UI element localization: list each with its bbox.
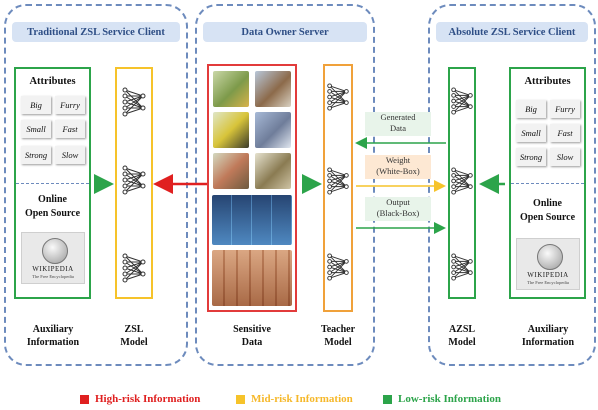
divider: [511, 183, 584, 184]
bird-image: [255, 112, 291, 148]
data-owner-server-title: Data Owner Server: [203, 22, 367, 42]
bird-image: [213, 71, 249, 107]
output-text: Output (Black-Box): [376, 197, 420, 218]
legend-high-text: High-risk Information: [95, 393, 201, 405]
legend-mid-text: Mid-risk Information: [251, 393, 353, 405]
weight-label: Weight (White-Box): [365, 155, 431, 179]
legend-low-risk: Low-risk Information: [383, 393, 501, 405]
attribute-chip: Big: [516, 100, 546, 118]
wikipedia-tagline: The Free Encyclopedia: [32, 274, 74, 279]
attributes-title-right: Attributes: [524, 76, 571, 87]
absolute-zsl-client-panel: [428, 4, 596, 366]
attribute-chip: Slow: [550, 148, 580, 166]
generated-data-text: Generated Data: [380, 112, 416, 133]
auxiliary-information-label-right: Auxiliary Information: [503, 323, 593, 349]
bird-image: [213, 112, 249, 148]
azsl-model-box: [448, 67, 476, 299]
azsl-model-label: AZSL Model: [437, 323, 487, 349]
online-open-source-text: Online Open Source: [519, 198, 576, 223]
bird-image: [213, 153, 249, 189]
generated-data-label: Generated Data: [365, 112, 431, 136]
attribute-chip: Slow: [55, 146, 85, 164]
mri-scan-grid: [212, 195, 292, 245]
label-text: Teacher Model: [320, 324, 356, 348]
network-icon: [122, 87, 146, 117]
legend-low-text: Low-risk Information: [398, 393, 501, 405]
online-open-source-text: Online Open Source: [24, 194, 81, 219]
face-photo-grid: [212, 250, 292, 306]
bird-image: [255, 71, 291, 107]
auxiliary-information-label-left: Auxiliary Information: [8, 323, 98, 349]
attribute-chip: Fast: [55, 120, 85, 138]
wikipedia-tagline: The Free Encyclopedia: [527, 280, 569, 285]
weight-text: Weight (White-Box): [376, 155, 420, 176]
online-open-source-right: Online Open Source: [509, 197, 586, 225]
wikipedia-logo-left: WIKIPEDIA The Free Encyclopedia: [21, 232, 85, 284]
auxiliary-information-box-right: [509, 67, 586, 299]
absolute-zsl-client-title: Absolute ZSL Service Client: [436, 22, 588, 42]
attributes-title-left: Attributes: [29, 76, 76, 87]
legend-high-risk: High-risk Information: [80, 393, 200, 405]
sensitive-data-box: [207, 64, 297, 312]
attribute-chip: Small: [516, 124, 546, 142]
wikipedia-wordmark: WIKIPEDIA: [527, 271, 569, 279]
label-text: AZSL Model: [448, 324, 476, 348]
network-icon: [122, 165, 146, 195]
network-icon: [327, 253, 349, 281]
attribute-chip: Furry: [55, 96, 85, 114]
network-icon: [451, 253, 473, 281]
wikipedia-wordmark: WIKIPEDIA: [32, 265, 74, 273]
attribute-chip: Strong: [516, 148, 546, 166]
label-text: Auxiliary Information: [26, 324, 80, 348]
traditional-zsl-client-title: Traditional ZSL Service Client: [12, 22, 180, 42]
legend-swatch-yellow: [236, 394, 245, 404]
label-text: ZSL Model: [120, 324, 148, 348]
network-icon: [451, 87, 473, 115]
label-text: Auxiliary Information: [521, 324, 575, 348]
attribute-chip: Big: [21, 96, 51, 114]
network-icon: [327, 83, 349, 111]
output-label: Output (Black-Box): [365, 197, 431, 221]
wikipedia-globe-icon: [42, 238, 68, 264]
wikipedia-globe-icon: [537, 244, 563, 270]
sensitive-data-label: Sensitive Data: [212, 323, 292, 349]
wikipedia-logo-right: WIKIPEDIA The Free Encyclopedia: [516, 238, 580, 290]
teacher-model-box: [323, 64, 353, 312]
legend-swatch-red: [80, 394, 89, 404]
attribute-chip: Strong: [21, 146, 51, 164]
legend-swatch-green: [383, 394, 392, 404]
zsl-model-label: ZSL Model: [108, 323, 160, 349]
network-icon: [327, 167, 349, 195]
zsl-model-box: [115, 67, 153, 299]
divider: [16, 183, 89, 184]
label-text: Sensitive Data: [233, 324, 271, 348]
legend-mid-risk: Mid-risk Information: [236, 393, 353, 405]
network-icon: [122, 253, 146, 283]
online-open-source-left: Online Open Source: [14, 193, 91, 221]
auxiliary-information-box-left: [14, 67, 91, 299]
teacher-model-label: Teacher Model: [312, 323, 364, 349]
attribute-chip: Furry: [550, 100, 580, 118]
attribute-chip: Fast: [550, 124, 580, 142]
network-icon: [451, 167, 473, 195]
attribute-chip: Small: [21, 120, 51, 138]
bird-image: [255, 153, 291, 189]
